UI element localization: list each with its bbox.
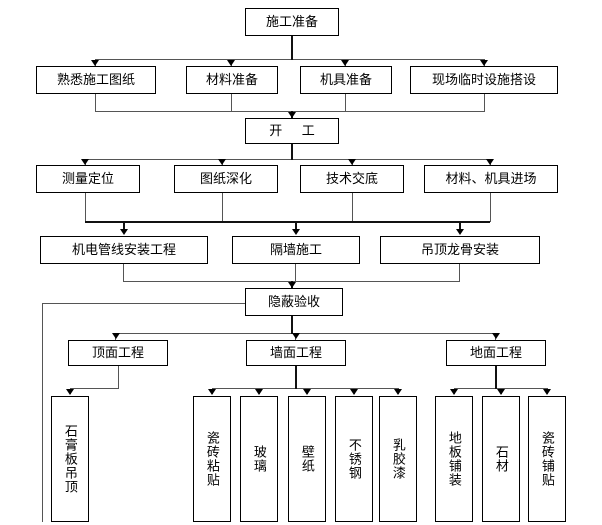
arrow-to-mep — [120, 229, 128, 235]
arrow-to-keel — [456, 229, 464, 235]
arrow-to-start — [288, 112, 296, 118]
connector-ceiling-bus — [70, 388, 119, 389]
connector-start-down — [291, 144, 293, 160]
connector-level2-up-3 — [345, 94, 346, 112]
connector-level2-up-2 — [231, 94, 232, 112]
node-wallpaper-label: 壁纸 — [299, 445, 315, 473]
node-concealed-acceptance[interactable]: 隐蔽验收 — [245, 288, 343, 316]
node-wall-works[interactable]: 墙面工程 — [246, 340, 346, 366]
connector-prep-trunk — [291, 36, 293, 60]
node-partition-wall-construction[interactable]: 隔墙施工 — [232, 236, 360, 264]
node-latex-paint-label: 乳胶漆 — [390, 438, 406, 480]
arrow-to-partition — [292, 229, 300, 235]
node-gypsum-board-ceiling[interactable]: 石膏板吊顶 — [51, 396, 89, 522]
node-latex-paint[interactable]: 乳胶漆 — [379, 396, 417, 522]
arrow-to-wall-works — [292, 333, 300, 339]
node-glass[interactable]: 玻璃 — [240, 396, 278, 522]
node-construction-preparation[interactable]: 施工准备 — [245, 8, 339, 36]
node-stone-material-label: 石材 — [493, 445, 509, 473]
arrow-to-drawings — [91, 60, 99, 66]
arrow-to-glass — [255, 389, 263, 395]
arrow-to-gypsum-ceiling — [66, 389, 74, 395]
arrow-to-ceiling-works — [112, 333, 120, 339]
connector-level5-up-2 — [295, 264, 296, 282]
connector-level2-up-1 — [95, 94, 96, 112]
node-survey-positioning[interactable]: 测量定位 — [36, 165, 140, 193]
arrow-to-material — [227, 60, 235, 66]
connector-wall-bus — [212, 388, 398, 389]
connector-floor-down — [495, 366, 497, 389]
node-technical-briefing[interactable]: 技术交底 — [300, 165, 404, 193]
node-ceiling-works[interactable]: 顶面工程 — [68, 340, 168, 366]
arrow-to-survey — [81, 159, 89, 165]
node-start-construction[interactable]: 开 工 — [245, 118, 339, 144]
connector-concealed-left-drop — [42, 303, 43, 522]
arrow-to-tools — [341, 60, 349, 66]
connector-wall-down — [295, 366, 297, 389]
connector-ceiling-down — [118, 366, 119, 389]
connector-level5-drop-1 — [123, 221, 125, 233]
arrow-to-tile-paste — [208, 389, 216, 395]
connector-level7-trunk — [291, 316, 293, 334]
connector-level4-up-4 — [490, 193, 491, 222]
node-material-preparation[interactable]: 材料准备 — [186, 66, 278, 94]
arrow-to-tile-laying — [543, 389, 551, 395]
arrow-to-concealed-acceptance — [288, 282, 296, 288]
arrow-to-latex-paint — [394, 389, 402, 395]
connector-level2-bus — [95, 59, 484, 60]
connector-level5-drop-3 — [459, 221, 461, 233]
connector-merge-bus-start — [95, 111, 484, 112]
node-stainless-steel-label: 不锈钢 — [346, 438, 362, 480]
connector-floor-bus — [454, 388, 547, 389]
node-mep-pipeline-installation[interactable]: 机电管线安装工程 — [40, 236, 208, 264]
node-temporary-facility-setup[interactable]: 现场临时设施搭设 — [410, 66, 558, 94]
connector-level5-drop-2 — [295, 221, 297, 233]
node-floor-works[interactable]: 地面工程 — [446, 340, 546, 366]
connector-level5-up-1 — [123, 264, 124, 282]
arrow-to-floor-works — [492, 333, 500, 339]
node-ceiling-keel-installation[interactable]: 吊顶龙骨安装 — [380, 236, 540, 264]
arrow-to-deepen-drawings — [218, 159, 226, 165]
node-familiarize-drawings[interactable]: 熟悉施工图纸 — [36, 66, 156, 94]
node-floorboard-paving[interactable]: 地板铺装 — [435, 396, 473, 522]
connector-level4-up-3 — [352, 193, 353, 222]
node-ceramic-tile-laying[interactable]: 瓷砖铺贴 — [528, 396, 566, 522]
node-drawing-deepening[interactable]: 图纸深化 — [174, 165, 278, 193]
node-glass-label: 玻璃 — [251, 445, 267, 473]
arrow-to-wallpaper — [303, 389, 311, 395]
arrow-to-floorboard — [450, 389, 458, 395]
node-stainless-steel[interactable]: 不锈钢 — [335, 396, 373, 522]
arrow-to-stone — [497, 389, 505, 395]
connector-level4-up-2 — [222, 193, 223, 222]
connector-level7-bus — [115, 333, 495, 334]
node-ceramic-tile-laying-label: 瓷砖铺贴 — [539, 431, 555, 487]
connector-concealed-left-branch — [42, 303, 245, 304]
connector-level4-bus — [85, 159, 490, 160]
node-material-tool-entry[interactable]: 材料、机具进场 — [424, 165, 558, 193]
node-wallpaper[interactable]: 壁纸 — [288, 396, 326, 522]
connector-level5-bus — [85, 221, 490, 223]
node-tool-preparation[interactable]: 机具准备 — [300, 66, 392, 94]
connector-level5-up-3 — [459, 264, 460, 282]
arrow-to-temp-facility — [480, 60, 488, 66]
arrow-to-technical-briefing — [348, 159, 356, 165]
node-ceramic-tile-pasting[interactable]: 瓷砖粘贴 — [193, 396, 231, 522]
node-gypsum-board-ceiling-label: 石膏板吊顶 — [62, 424, 78, 494]
node-stone-material[interactable]: 石材 — [482, 396, 520, 522]
connector-level2-up-4 — [484, 94, 485, 112]
arrow-to-material-entry — [486, 159, 494, 165]
node-floorboard-paving-label: 地板铺装 — [446, 431, 462, 487]
arrow-to-stainless-steel — [350, 389, 358, 395]
node-ceramic-tile-pasting-label: 瓷砖粘贴 — [204, 431, 220, 487]
connector-level4-up-1 — [85, 193, 86, 222]
